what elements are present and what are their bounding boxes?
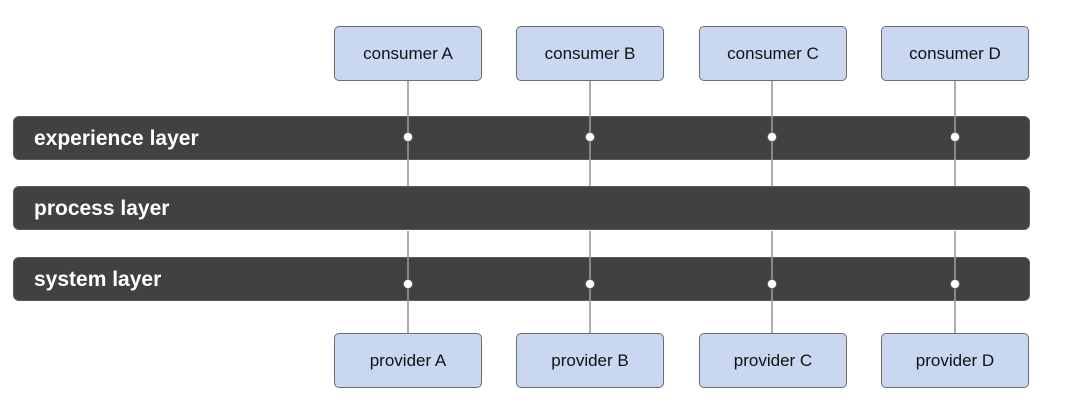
layer-label: experience layer — [34, 127, 199, 150]
layer-experience: experience layer — [13, 116, 1030, 160]
provider-node-c[interactable]: provider C — [699, 333, 847, 388]
consumer-node-b[interactable]: consumer B — [516, 26, 664, 81]
junction-dot-experience-a — [403, 132, 413, 142]
junction-dot-system-b — [585, 279, 595, 289]
provider-node-b[interactable]: provider B — [516, 333, 664, 388]
junction-dot-experience-d — [950, 132, 960, 142]
junction-dot-experience-b — [585, 132, 595, 142]
layer-process: process layer — [13, 186, 1030, 230]
consumer-node-a[interactable]: consumer A — [334, 26, 482, 81]
consumer-node-c[interactable]: consumer C — [699, 26, 847, 81]
junction-dot-experience-c — [767, 132, 777, 142]
junction-dot-system-c — [767, 279, 777, 289]
consumer-node-d[interactable]: consumer D — [881, 26, 1029, 81]
junction-dot-system-d — [950, 279, 960, 289]
junction-dot-system-a — [403, 279, 413, 289]
layer-label: process layer — [34, 197, 170, 220]
layer-system: system layer — [13, 257, 1030, 301]
provider-node-a[interactable]: provider A — [334, 333, 482, 388]
provider-node-d[interactable]: provider D — [881, 333, 1029, 388]
layer-label: system layer — [34, 268, 162, 291]
